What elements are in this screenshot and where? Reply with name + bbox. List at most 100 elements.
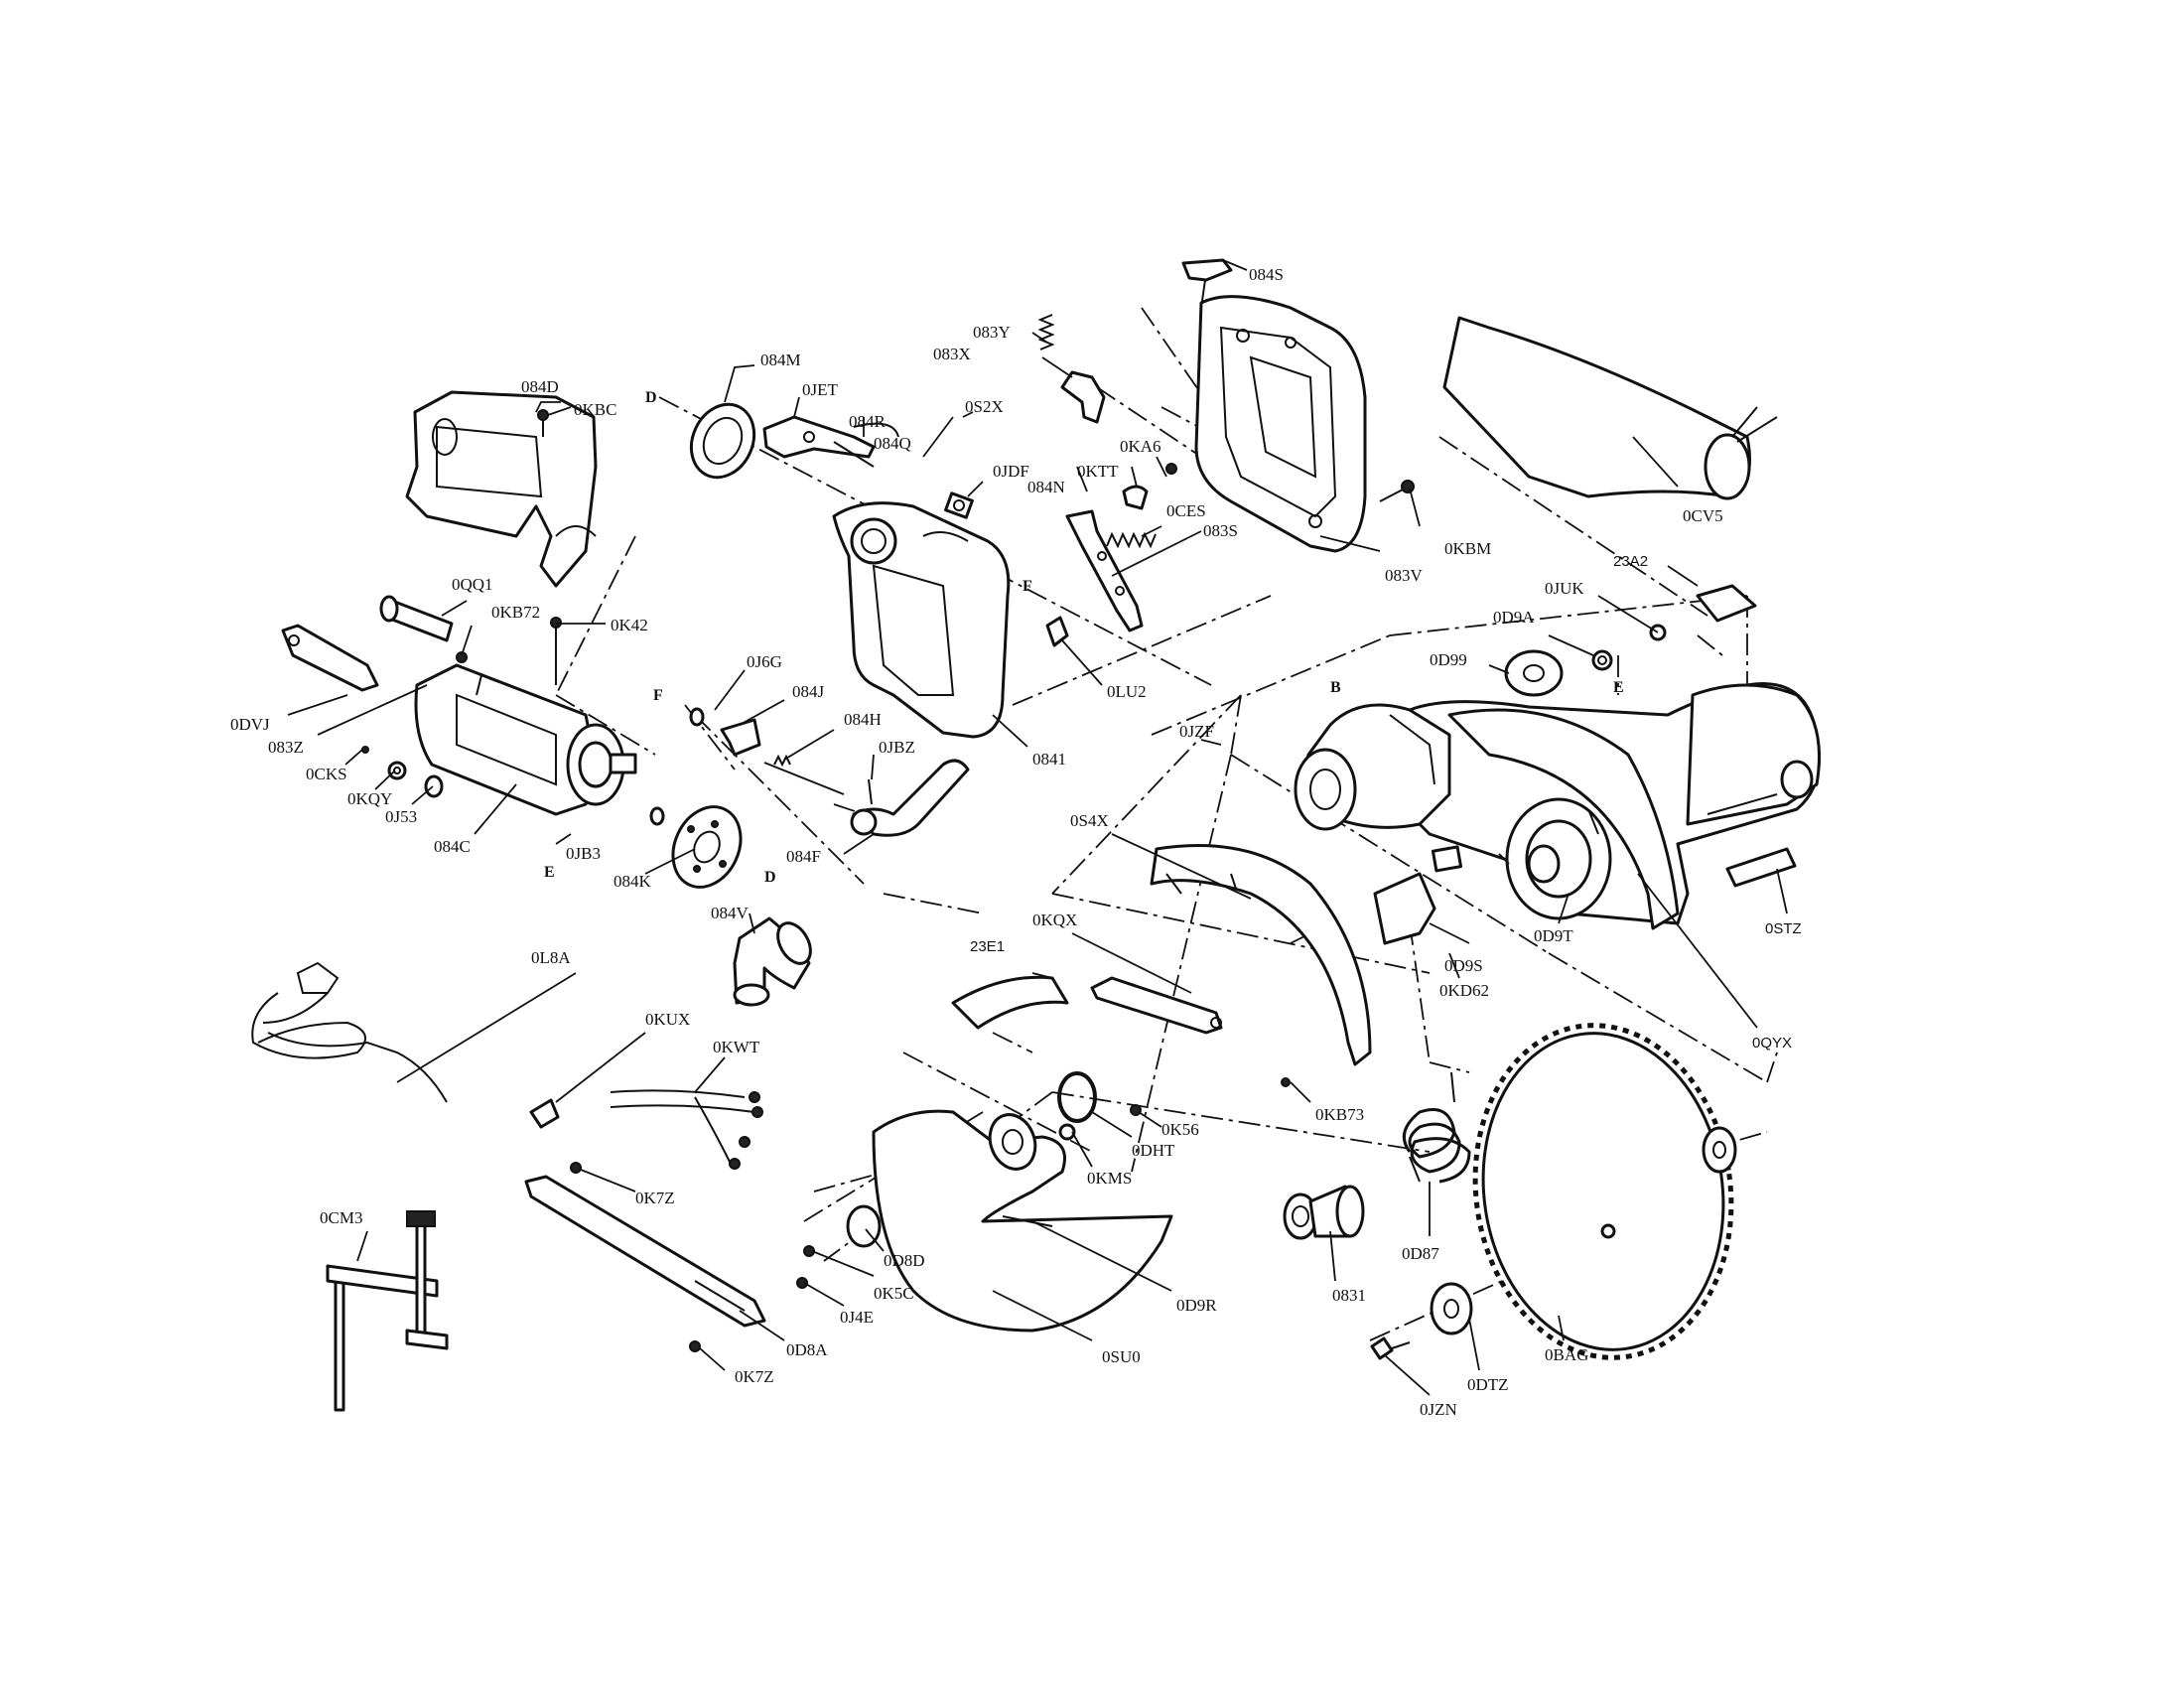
label-0BAG: 0BAG (1545, 1345, 1588, 1364)
part-0LU2-lock (1045, 616, 1069, 647)
part-0KUX-wire-cap (529, 1098, 560, 1129)
part-0D99-bearing-plate (1504, 649, 1564, 697)
part-0KB7-2-screw (456, 651, 468, 663)
part-0DTZ-flange (1430, 1282, 1473, 1335)
part-0D9S-bracket (1373, 845, 1463, 945)
part-0841-handle (832, 501, 1011, 739)
label-0CV5: 0CV5 (1683, 506, 1723, 525)
label-0STZ: 0STZ (1765, 920, 1802, 937)
label-0QQ1: 0QQ1 (452, 575, 493, 594)
part-0K7Z-screw-a (570, 1162, 582, 1174)
label-0D9R: 0D9R (1176, 1296, 1217, 1315)
part-0KA6-screw (1165, 463, 1177, 475)
label-084K: 084K (614, 872, 652, 891)
part-084V-dust-elbow (733, 916, 812, 1007)
label-23A2: 23A2 (1613, 553, 1648, 570)
label-0JZN: 0JZN (1420, 1400, 1457, 1419)
label-0DHT: 0DHT (1132, 1141, 1175, 1160)
label-0KBM: 0KBM (1444, 539, 1491, 558)
part-0CM3-clamp (326, 1210, 449, 1412)
part-0K56-screw (1130, 1104, 1142, 1116)
label-0K42: 0K42 (611, 616, 648, 634)
label-0SU0: 0SU0 (1102, 1347, 1141, 1366)
callout-B: B (1330, 679, 1341, 696)
callout-D-top: D (645, 389, 657, 406)
label-0CES: 0CES (1166, 501, 1206, 520)
part-0J6G-washer (689, 707, 705, 727)
part-083Y-spring (1037, 314, 1055, 351)
part-labels: 084S 083Y 083X 084M 0JET 084R 084Q 0S2X … (230, 265, 1802, 1419)
label-0JBZ: 0JBZ (879, 738, 915, 757)
label-0K7Z-a: 0K7Z (635, 1189, 675, 1207)
label-0KB7-2: 0KB72 (491, 603, 540, 622)
label-084Q: 084Q (874, 434, 911, 453)
callout-F-handle: F (1023, 578, 1032, 595)
label-0KB7-3: 0KB73 (1315, 1105, 1364, 1124)
part-0KQX-link (1090, 976, 1223, 1035)
part-084S-clip (1181, 258, 1233, 309)
label-084N: 084N (1027, 478, 1065, 496)
label-0KQY: 0KQY (347, 789, 392, 808)
label-0QYX: 0QYX (1752, 1035, 1792, 1052)
label-084H: 084H (844, 710, 882, 729)
label-0D99: 0D99 (1430, 650, 1467, 669)
part-083V-motor-cover (1194, 295, 1367, 553)
part-0S4X-guard (1150, 844, 1372, 1066)
part-084K-flange (671, 805, 743, 889)
label-0KA6: 0KA6 (1120, 437, 1161, 456)
label-084C: 084C (434, 837, 471, 856)
label-084R: 084R (849, 412, 887, 431)
label-0D87: 0D87 (1402, 1244, 1439, 1263)
leader-lines (287, 259, 1788, 1396)
label-0S2X: 0S2X (965, 397, 1004, 416)
label-0KWT: 0KWT (713, 1038, 760, 1056)
label-0S4X: 0S4X (1070, 811, 1109, 830)
part-0D87-spring (1402, 1071, 1471, 1184)
label-0831: 0831 (1332, 1286, 1366, 1305)
part-0CKS-screw (361, 746, 369, 754)
label-083Z: 083Z (268, 738, 304, 757)
label-0KUX: 0KUX (645, 1010, 690, 1029)
part-0D8A-link-bar (524, 1175, 766, 1328)
part-084J-bracket (720, 718, 761, 757)
label-0CKS: 0CKS (306, 765, 347, 783)
part-0JBZ-screw (868, 778, 873, 805)
label-083S: 083S (1203, 521, 1238, 540)
label-084V: 084V (711, 904, 750, 922)
part-0SU0-lower-guard (872, 1109, 1173, 1333)
label-084F: 084F (786, 847, 821, 866)
part-083X-trigger (1060, 370, 1106, 424)
label-0KD6-2: 0KD62 (1439, 981, 1489, 1000)
part-0D9T-armature (1498, 797, 1612, 920)
label-083Y: 083Y (973, 323, 1011, 342)
label-0D8D: 0D8D (884, 1251, 925, 1270)
label-084S: 084S (1249, 265, 1284, 284)
label-0KBC: 0KBC (574, 400, 616, 419)
label-084D: 084D (521, 377, 559, 396)
part-0DVJ-lever (281, 624, 379, 692)
part-0BAG-saw-blade (1472, 1023, 1734, 1360)
part-0KTT-clip (1122, 485, 1149, 510)
part-084M-plate (689, 402, 756, 480)
part-0831-spindle (1283, 1185, 1365, 1240)
label-0J4E: 0J4E (840, 1308, 874, 1327)
label-0KMS: 0KMS (1087, 1169, 1132, 1188)
callout-D-bottom: D (764, 869, 776, 886)
part-0DHT-retaining-ring (1057, 1071, 1097, 1123)
label-0D9T: 0D9T (1534, 926, 1573, 945)
part-0KWT-wire-set (610, 1089, 763, 1170)
part-0D9A-washer (1591, 649, 1613, 671)
label-083X: 083X (933, 345, 971, 363)
label-0D9A: 0D9A (1493, 608, 1535, 627)
label-0CM3: 0CM3 (320, 1208, 362, 1227)
part-0JDF-screw (944, 491, 974, 519)
label-23E1: 23E1 (970, 938, 1005, 955)
label-0LU2: 0LU2 (1107, 682, 1147, 701)
part-0KB7-3-screw (1281, 1077, 1291, 1087)
label-0JB3: 0JB3 (566, 844, 601, 863)
part-0JZN-bolt (1370, 1336, 1411, 1360)
label-0J53: 0J53 (385, 807, 417, 826)
part-084H-threaded-rod (763, 754, 845, 795)
